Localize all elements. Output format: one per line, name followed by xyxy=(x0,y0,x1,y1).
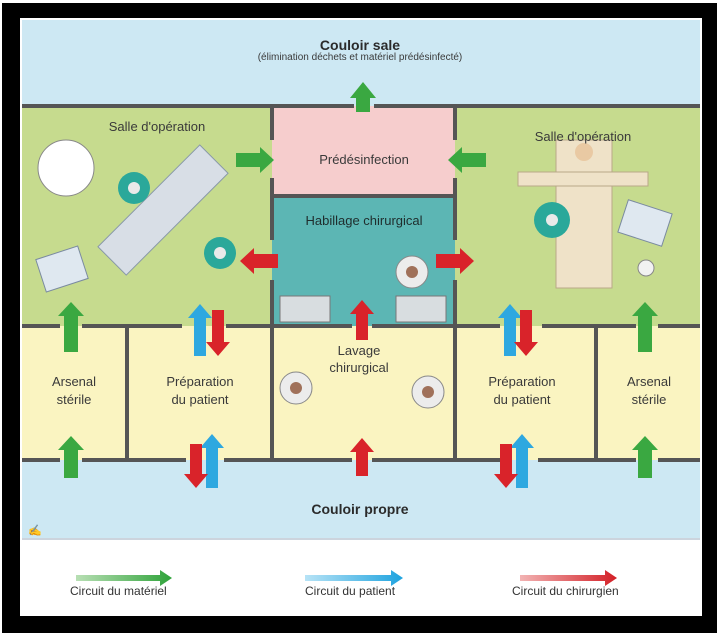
legend-surgeon-arrow xyxy=(520,570,617,586)
prep-left-label: Préparation du patient xyxy=(166,374,234,407)
legend-material-arrow xyxy=(76,570,172,586)
operating-room-left-label: Salle d'opération xyxy=(108,119,206,134)
equipment-icon xyxy=(37,139,95,197)
arsenal-left-label: Arsenal stérile xyxy=(51,374,97,407)
sink-icon xyxy=(279,295,331,323)
walls xyxy=(22,104,700,462)
equipment-icon xyxy=(97,144,229,276)
legend-material-label: Circuit du matériel xyxy=(70,584,167,598)
surgeon-icon xyxy=(411,375,445,409)
patient-arrows xyxy=(188,304,534,488)
sink-icon xyxy=(395,295,447,323)
dirty-corridor-subtitle: (élimination déchets et matériel prédési… xyxy=(257,52,463,63)
equipment-icon xyxy=(35,245,89,293)
predisinfection-room xyxy=(272,106,455,196)
dirty-corridor-title: Couloir sale xyxy=(319,37,401,53)
operating-room-right-label: Salle d'opération xyxy=(534,129,632,144)
surgeon-icon xyxy=(279,371,313,405)
surgeon-arrows xyxy=(184,248,538,488)
legend-patient-label: Circuit du patient xyxy=(305,584,396,598)
washing-room-label: Lavage chirurgical xyxy=(329,343,389,375)
prep-right-label: Préparation du patient xyxy=(488,374,556,407)
dressing-room-label: Habillage chirurgical xyxy=(305,213,423,228)
clean-corridor-title: Couloir propre xyxy=(311,501,409,517)
legend-patient-arrow xyxy=(305,570,403,586)
surgeon-icon xyxy=(395,255,429,289)
arsenal-right-label: Arsenal stérile xyxy=(626,374,672,407)
legend-surgeon-label: Circuit du chirurgien xyxy=(512,584,619,598)
equipment-icon xyxy=(617,199,673,247)
lower-rooms xyxy=(22,326,700,460)
signature-mark: ✍ xyxy=(28,524,42,537)
predisinfection-label: Prédésinfection xyxy=(319,152,409,167)
material-arrows xyxy=(58,82,658,478)
